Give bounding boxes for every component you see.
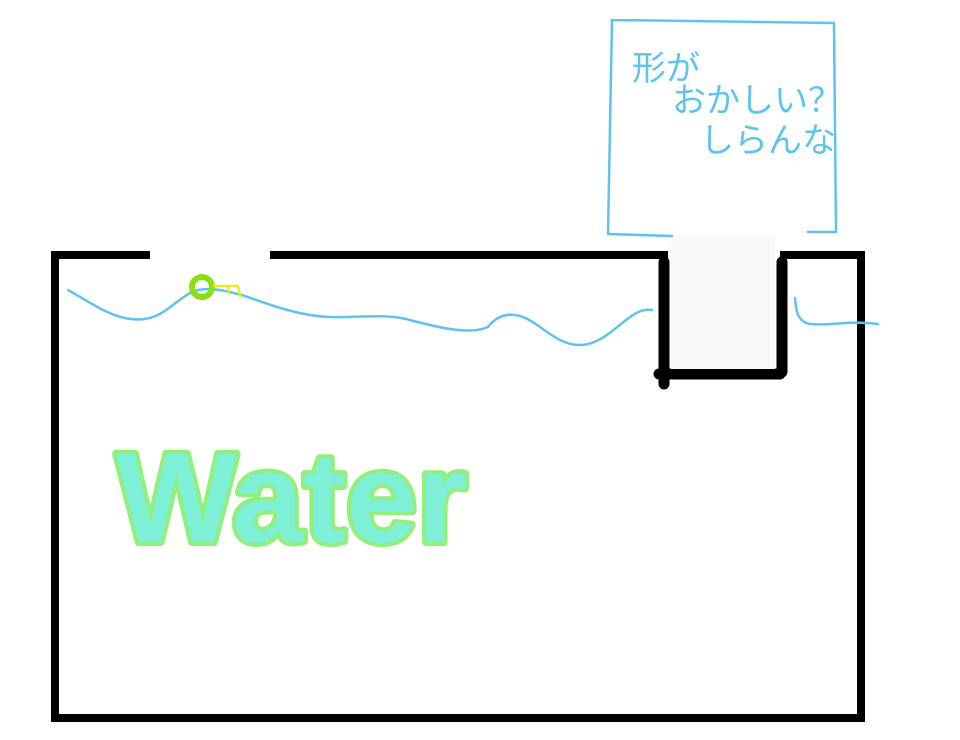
note-box: 形が おかしい？ しらんな (606, 18, 842, 238)
inner-box (653, 256, 788, 390)
note-line-2: おかしい？ (672, 81, 842, 121)
water-surface-line (66, 287, 654, 347)
note-line-1: 形が (632, 49, 700, 89)
tank-outline (51, 251, 865, 722)
water-label: Water (116, 427, 467, 570)
note-box-border (606, 18, 838, 238)
inner-box-fill (671, 232, 775, 369)
water-surface-line-right (793, 296, 880, 326)
note-line-3: しらんな (700, 121, 836, 161)
float-marker-icon (189, 274, 242, 300)
note-box-fill (610, 22, 836, 234)
